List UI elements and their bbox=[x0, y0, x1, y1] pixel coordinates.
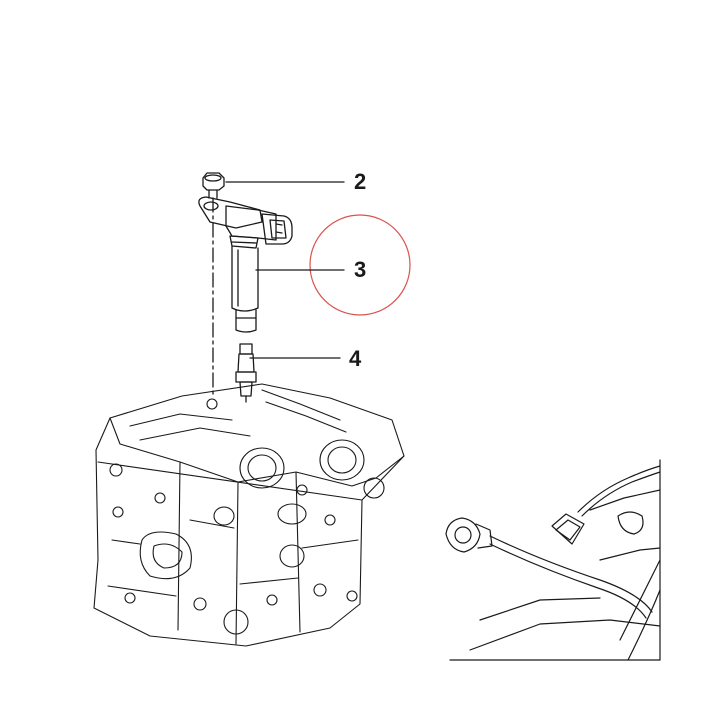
callout-label-4: 4 bbox=[349, 346, 362, 371]
highlight-circle bbox=[309, 214, 411, 316]
ignition-coil-part bbox=[198, 196, 293, 333]
harness-inset bbox=[445, 459, 661, 661]
spark-plug-part bbox=[235, 343, 257, 403]
cylinder-head-part bbox=[93, 383, 405, 647]
bolt-part bbox=[202, 172, 225, 199]
callout-label-3: 3 bbox=[354, 257, 367, 282]
callout-label-2: 2 bbox=[354, 169, 367, 194]
